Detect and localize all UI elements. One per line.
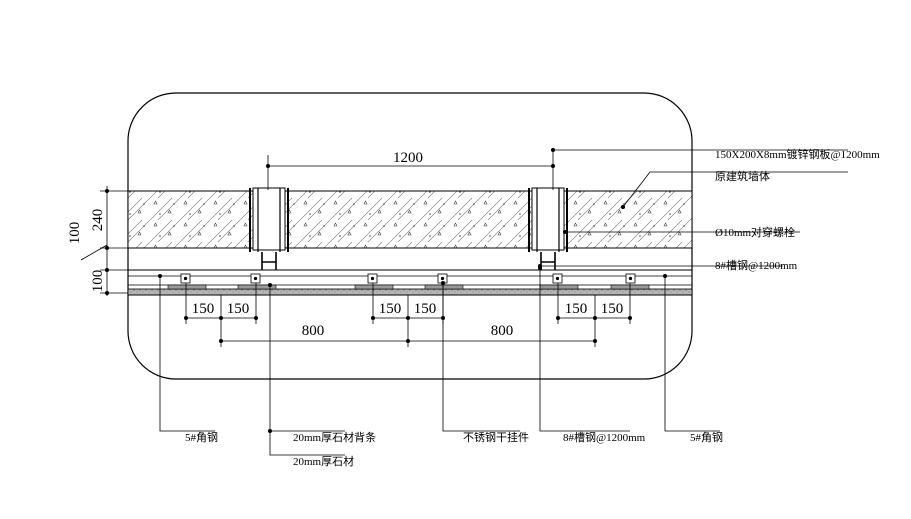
plate-assembly-right: [528, 187, 568, 270]
label-channel-bottom: 8#槽钢@1200mm: [563, 431, 646, 444]
dim-150-label: 150: [227, 301, 250, 317]
label-galvanized-plate: 150X200X8mm镀锌钢板@1200mm: [715, 147, 880, 161]
stone-back-strips: [167, 284, 650, 290]
stone-layer: [127, 288, 693, 296]
label-channel-top: 8#槽钢@1200mm: [715, 259, 798, 272]
label-original-wall: 原建筑墙体: [715, 169, 770, 183]
dim-1200: [267, 150, 554, 190]
dim-800-right-label: 800: [491, 323, 514, 339]
bottom-leaders: [159, 268, 720, 456]
pendants: [180, 273, 636, 284]
original-wall: [127, 190, 693, 249]
label-pendant: 不锈钢干挂件: [463, 430, 529, 444]
dim-150-label: 150: [379, 301, 402, 317]
dim-100-outer-label: 100: [67, 222, 83, 245]
label-stone: 20mm厚石材: [293, 454, 354, 468]
label-angle-left: 5#角钢: [185, 431, 218, 444]
dim-100-lower-label: 100: [90, 270, 106, 293]
right-leaders: [540, 149, 848, 267]
dim-150-label: 150: [414, 301, 437, 317]
label-angle-right: 5#角钢: [690, 431, 723, 444]
plate-assembly-left: [249, 187, 289, 270]
dim-800-left-label: 800: [302, 323, 325, 339]
dim-150-label: 150: [192, 301, 215, 317]
dim-150-label: 150: [601, 301, 624, 317]
dim-1200-label: 1200: [393, 150, 423, 166]
dim-150-label: 150: [565, 301, 588, 317]
label-stone-back-strip: 20mm厚石材背条: [293, 430, 376, 444]
label-bolt: Ø10mm对穿螺栓: [715, 225, 795, 239]
dim-240-label: 240: [90, 209, 106, 232]
